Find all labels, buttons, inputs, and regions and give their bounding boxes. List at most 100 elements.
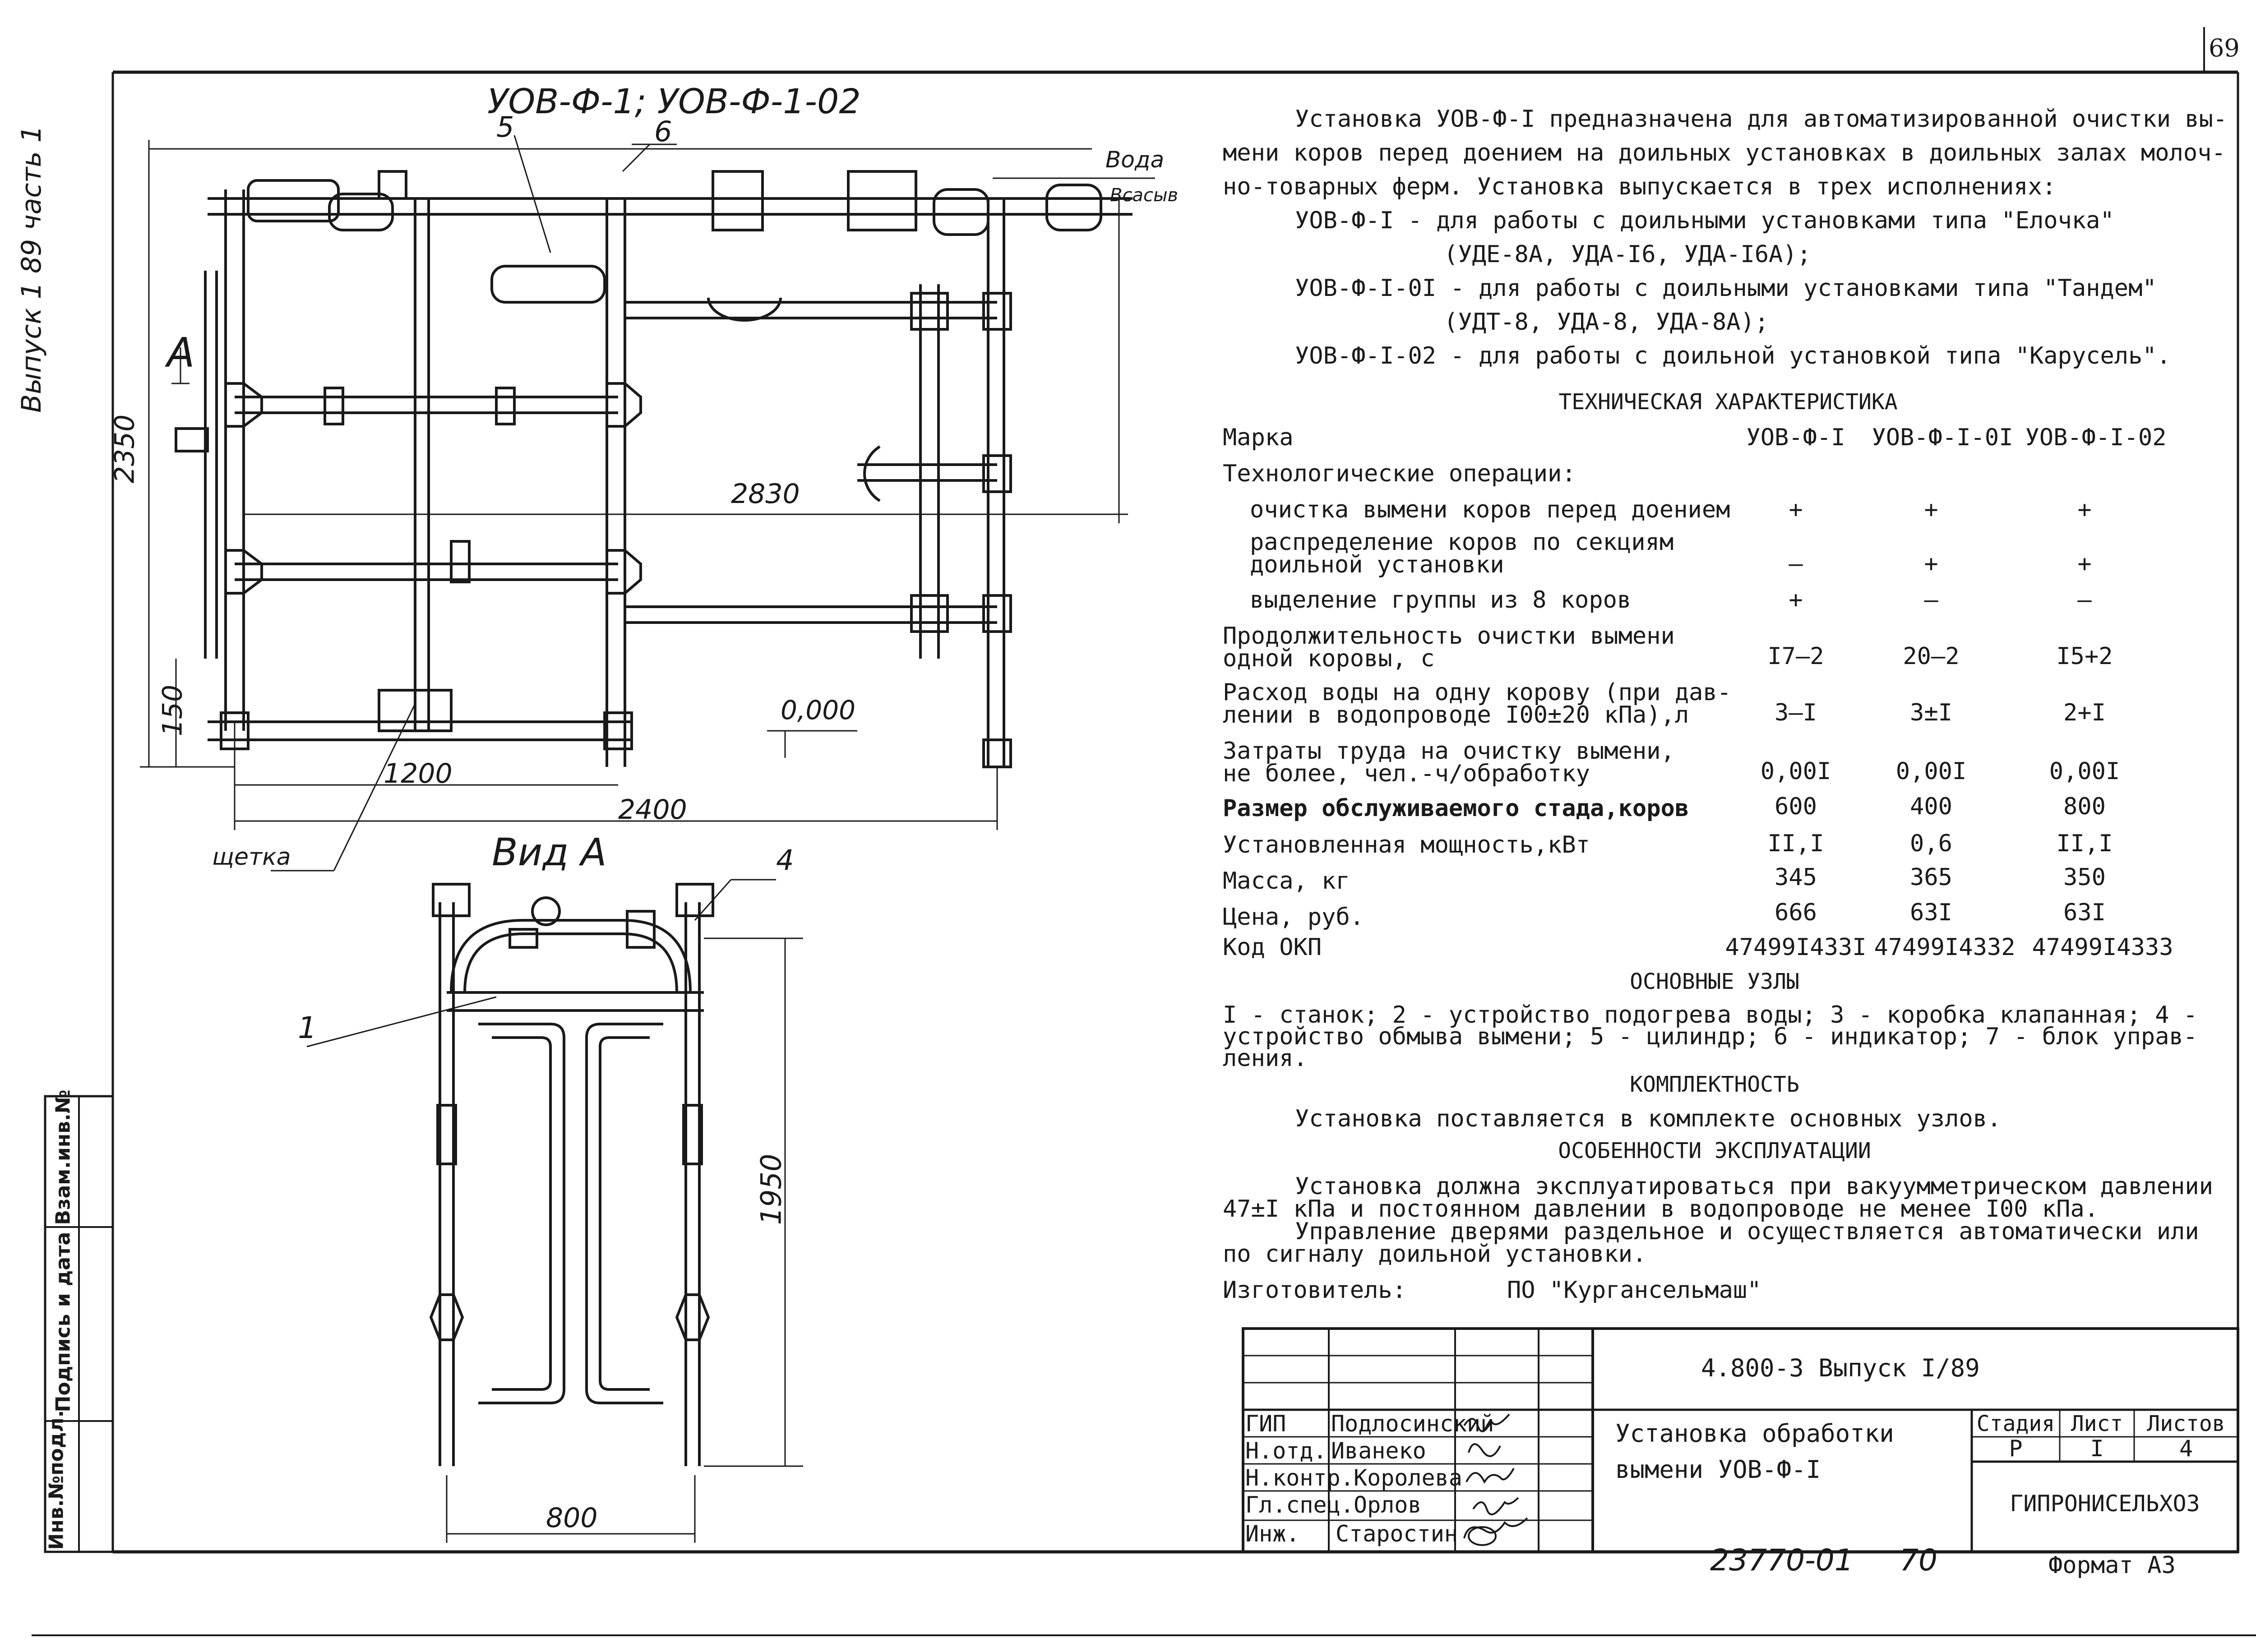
spec-group-label: Технологические операции: [1223,460,1576,487]
spec-row-label: Цена, руб. [1223,904,1364,931]
spec-cell: I7–2 [1767,643,1824,670]
spec-cell: – [1789,550,1803,577]
callout-6: 6 [654,115,672,148]
callout-4: 4 [776,844,794,877]
nodes-line-3: ления. [1223,1045,1308,1072]
callout-5: 5 [496,111,514,143]
spec-cell: 0,6 [1910,830,1952,857]
name-chief-spec: Орлов [1354,1492,1422,1518]
spec-row-label: Затраты труда на очистку вымени, [1223,738,1675,765]
drawing-title: УОВ-Ф-1; УОВ-Ф-1-02 [487,81,861,121]
spec-cell: – [2077,586,2092,614]
ops-line-3: Управление дверями раздельное и осуществ… [1295,1218,2199,1245]
spec-cell: 350 [2063,864,2106,891]
spec-cell: + [2077,550,2092,577]
spec-cell: I5+2 [2056,643,2113,670]
spec-row-label: Масса, кг [1223,868,1350,895]
spec-col-label: Марка [1223,424,1294,451]
maker-label: Изготовитель: [1223,1277,1406,1304]
spec-cell: 345 [1775,864,1817,891]
paper-format: Формат А3 [2048,1552,2176,1579]
spec-col-1: УОВ-Ф-I [1746,424,1845,451]
label-water: Вода [1105,147,1165,173]
label-suction: Всасыв [1110,185,1179,206]
dim-800: 800 [546,1502,598,1534]
sheets-value: 4 [2179,1435,2193,1462]
sheet-label: Лист [2071,1411,2123,1436]
spec-cell: + [1789,496,1803,523]
maker-value: ПО "Кургансельмаш" [1507,1277,1761,1304]
spec-row-label-2: лении в водопроводе I00±20 кПа),л [1223,701,1689,729]
intro-line-2: мени коров перед доением на доильных уст… [1223,139,2226,166]
spec-cell: + [1789,586,1803,614]
spec-cell: 63I [1910,899,1952,926]
view-a-title: Вид А [492,830,607,874]
name-engineer: Старостин [1336,1521,1458,1547]
spec-cell: 3–I [1775,699,1817,726]
archive-number: 23770-01 [1710,1543,1854,1578]
variant-2-line-a: УОВ-Ф-I-0I - для работы с доильными уста… [1295,275,2157,302]
signatures [1463,1413,1528,1546]
kit-text: Установка поставляется в комплекте основ… [1295,1105,2002,1132]
spec-cell: + [1924,550,1938,577]
nodes-line-1: I - станок; 2 - устройство подогрева вод… [1223,1001,2198,1029]
ops-line-1: Установка должна эксплуатироваться при в… [1295,1173,2213,1200]
variant-2-line-b: (УДТ-8, УДА-8, УДА-8А); [1444,309,1769,336]
spec-row-label: Установленная мощность,кВт [1223,831,1590,858]
sheet-number: 69 [2209,34,2240,62]
label-brush: щетка [212,844,291,871]
spec-row-label: Код ОКП [1223,934,1322,961]
variant-1-line-a: УОВ-Ф-I - для работы с доильными установ… [1295,207,2114,234]
dim-1200: 1200 [384,758,453,789]
drawing-title-line-1: Установка обработки [1615,1419,1894,1448]
organization: ГИПРОНИСЕЛЬХОЗ [2010,1490,2200,1517]
technical-drawing [140,135,1155,1543]
spec-col-2: УОВ-Ф-I-0I [1872,424,2013,451]
spec-cell: 666 [1775,899,1817,926]
spec-row-label-2: доильной установки [1250,551,1504,578]
stage-label: Стадия [1976,1411,2055,1436]
spec-cell: 47499I433I [1725,934,1867,961]
nodes-heading: ОСНОВНЫЕ УЗЛЫ [1630,969,1799,994]
spec-row-label: очистка вымени коров перед доением [1250,496,1730,523]
label-view-a-arrow: А [167,329,195,377]
spec-cell: 3±I [1910,699,1952,726]
archive-page: 70 [1900,1543,1937,1578]
ops-line-2: 47±I кПа и постоянном давлении в водопро… [1223,1195,2099,1223]
spec-row-label: распределение коров по секциям [1250,529,1674,556]
role-dept-head: Н.отд. [1245,1438,1327,1464]
ops-heading: ОСОБЕННОСТИ ЭКСПЛУАТАЦИИ [1558,1138,1871,1163]
variant-3: УОВ-Ф-I-02 - для работы с доильной устан… [1295,342,2171,369]
role-norm-control: Н.контр. [1245,1465,1354,1491]
spec-row-label-2: одной коровы, с [1223,645,1435,672]
name-norm-control: Королева [1354,1465,1462,1491]
spec-cell: 0,00I [2049,758,2120,785]
intro-line-3: но-товарных ферм. Установка выпускается … [1223,173,2057,200]
spec-row-label: Расход воды на одну корову (при дав- [1223,679,1732,706]
doc-code: 4.800-3 Выпуск I/89 [1701,1354,1980,1382]
nodes-line-2: устройство обмыва вымени; 5 - цилиндр; 6… [1223,1023,2198,1050]
spec-cell: II,I [2056,830,2113,857]
spec-cell: 600 [1775,793,1817,820]
spec-cell: + [2077,496,2092,523]
ops-line-4: по сигналу доильной установки. [1223,1241,1647,1268]
dim-2830: 2830 [731,478,800,510]
stage-value: Р [2009,1435,2023,1462]
spec-cell: 0,00I [1895,758,1967,785]
sheets-label: Листов [2147,1411,2225,1436]
dim-2400: 2400 [618,794,687,826]
spec-cell: 63I [2063,899,2106,926]
spec-cell: 47499I4332 [1874,934,2016,961]
spec-cell: 0,00I [1760,758,1831,785]
name-dept-head: Иванеко [1331,1438,1426,1464]
spec-cell: 2+I [2063,699,2106,726]
role-chief-spec: Гл.спец. [1245,1492,1354,1518]
kit-heading: КОМПЛЕКТНОСТЬ [1630,1072,1799,1097]
spec-cell: 400 [1910,793,1952,820]
spec-cell: 47499I4333 [2032,934,2173,961]
spec-cell: – [1924,586,1938,614]
intro-line-1: Установка УОВ-Ф-I предназначена для авто… [1295,106,2228,133]
spec-row-label: Размер обслуживаемого стада,коров [1223,795,1689,822]
spec-cell: 365 [1910,864,1952,891]
